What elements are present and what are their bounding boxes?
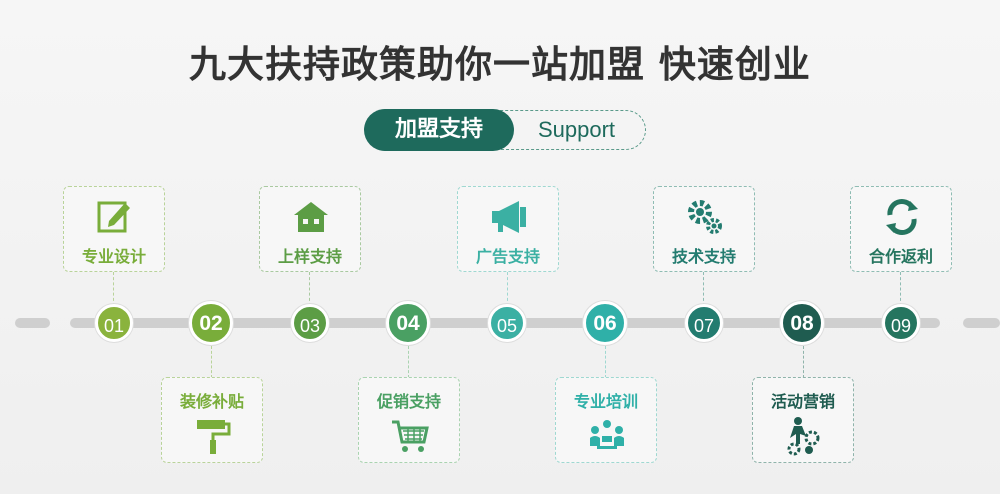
support-badge-cn: 加盟支持 — [364, 109, 514, 151]
step-card-04: 促销支持 — [358, 377, 460, 463]
gears-icon — [688, 200, 722, 234]
step-label: 活动营销 — [770, 392, 835, 411]
step-node-07: 07 — [685, 304, 723, 342]
step-node-05: 05 — [488, 304, 526, 342]
step-label: 装修补贴 — [179, 392, 244, 411]
shopping-cart-icon — [392, 420, 429, 452]
step-label: 促销支持 — [376, 392, 441, 411]
connector-06 — [605, 346, 606, 378]
house-icon — [294, 202, 328, 232]
step-card-07: 技术支持 — [653, 186, 755, 272]
step-node-09: 09 — [882, 304, 920, 342]
step-card-05: 广告支持 — [457, 186, 559, 272]
connector-01 — [113, 272, 114, 306]
connector-04 — [408, 346, 409, 378]
step-node-03: 03 — [291, 304, 329, 342]
step-label: 专业设计 — [81, 247, 146, 266]
connector-07 — [703, 272, 704, 306]
meeting-icon — [590, 420, 624, 449]
step-node-01: 01 — [95, 304, 133, 342]
step-label: 上样支持 — [277, 247, 342, 266]
paint-roller-icon — [197, 420, 231, 454]
step-card-06: 专业培训 — [555, 377, 657, 463]
megaphone-icon — [492, 201, 526, 233]
step-card-09: 合作返利 — [850, 186, 952, 272]
step-label: 广告支持 — [475, 247, 540, 266]
timeline-track-right-cap — [963, 318, 1000, 328]
step-label: 专业培训 — [573, 392, 638, 411]
connector-08 — [803, 346, 804, 378]
page-title: 九大扶持政策助你一站加盟 快速创业 — [189, 43, 811, 86]
step-node-04: 04 — [386, 301, 430, 345]
step-label: 技术支持 — [671, 247, 736, 266]
step-node-02: 02 — [189, 301, 233, 345]
connector-05 — [507, 272, 508, 306]
recycle-icon — [886, 199, 918, 235]
step-card-02: 装修补贴 — [161, 377, 263, 463]
connector-03 — [309, 272, 310, 306]
step-label: 合作返利 — [868, 247, 933, 266]
step-node-08: 08 — [780, 301, 824, 345]
timeline-track-left-cap — [15, 318, 50, 328]
step-card-03: 上样支持 — [259, 186, 361, 272]
pencil-icon — [97, 201, 130, 233]
step-node-06: 06 — [583, 301, 627, 345]
step-card-08: 活动营销 — [752, 377, 854, 463]
step-card-01: 专业设计 — [63, 186, 165, 272]
marketing-icon — [787, 417, 820, 456]
connector-02 — [211, 346, 212, 378]
connector-09 — [900, 272, 901, 306]
support-badge-en: Support — [537, 117, 616, 142]
